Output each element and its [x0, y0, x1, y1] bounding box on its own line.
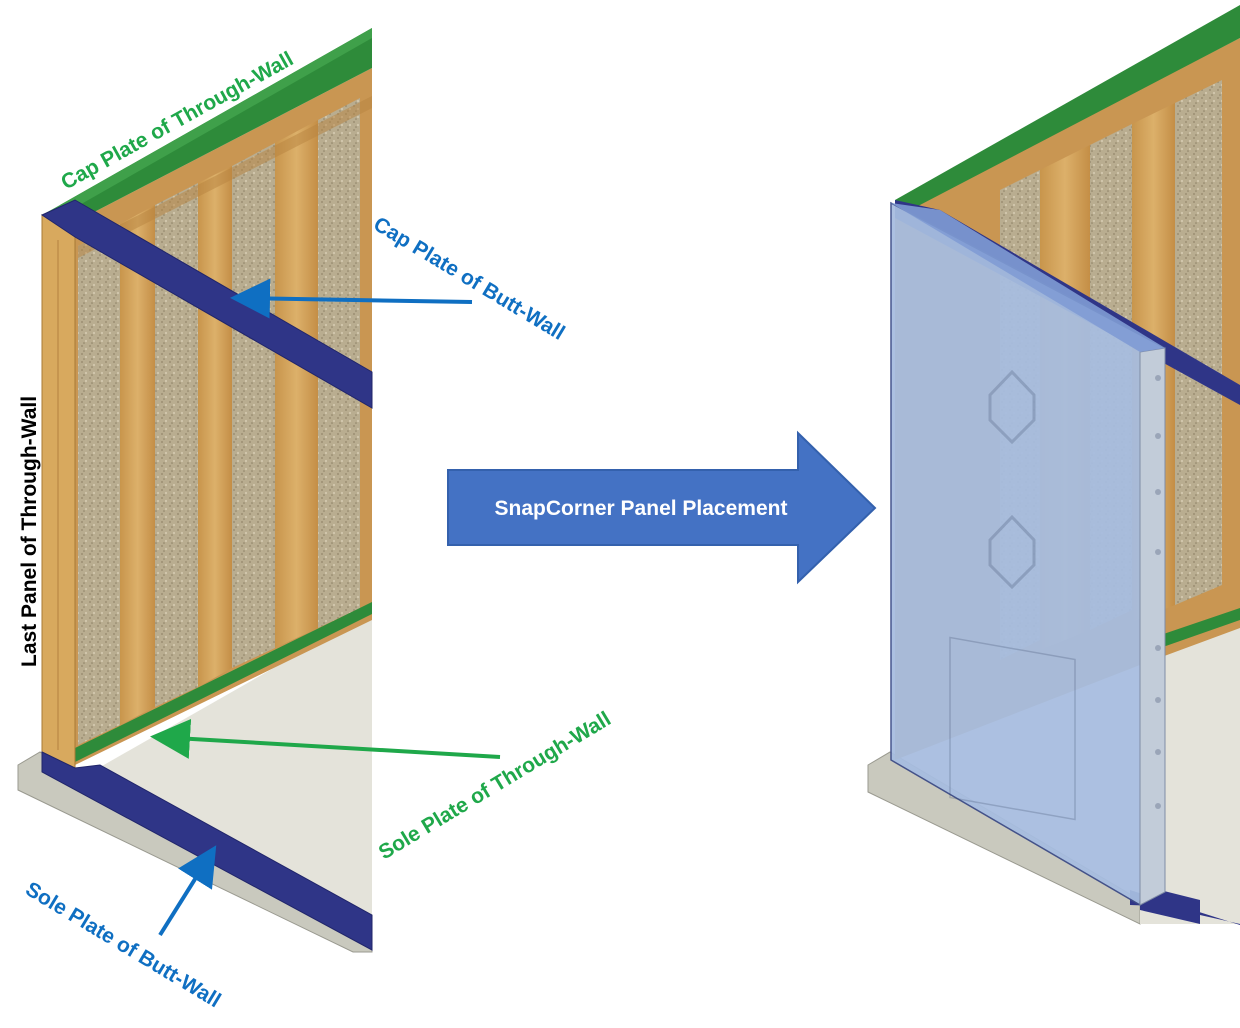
insulation-bay	[1175, 80, 1222, 605]
fastener-dot	[1155, 489, 1161, 495]
blocking	[78, 96, 372, 258]
snapstruct-logo-watermark	[949, 369, 1076, 821]
placement-arrow-label: SnapCorner Panel Placement	[495, 497, 788, 520]
right-wall-illustration	[867, 5, 1240, 925]
left-wall-illustration	[17, 28, 373, 953]
snapcorner-panel-top	[891, 203, 1165, 352]
sole-plate-butt-wall-pointer	[158, 845, 217, 937]
label-cap-plate-butt-wall: Cap Plate of Butt-Wall	[369, 213, 568, 345]
fastener-dot	[1155, 549, 1161, 555]
left-floor-surface	[95, 612, 372, 935]
cap-plate-butt-wall-pointer	[230, 278, 473, 319]
placement-arrow: SnapCorner Panel Placement	[447, 430, 877, 585]
fastener-dot	[1155, 375, 1161, 381]
insulation-bay	[232, 143, 275, 668]
fastener-dot	[1155, 803, 1161, 809]
stud	[198, 166, 232, 687]
butt-wall-cap-plate	[40, 199, 373, 409]
fastener-dot	[1155, 645, 1161, 651]
label-last-panel-through-wall: Last Panel of Through-Wall	[18, 396, 41, 667]
label-sole-plate-butt-wall: Sole Plate of Butt-Wall	[21, 878, 224, 1013]
stud	[275, 120, 318, 648]
fastener-dot	[1155, 749, 1161, 755]
right-through-wall-cap-plate	[895, 5, 1240, 218]
through-wall-sole-plate	[75, 602, 372, 762]
snapcorner-panel-edge	[1139, 347, 1166, 906]
placement-arrow-shape	[447, 430, 877, 585]
insulation-bay	[78, 224, 120, 745]
fastener-dot	[1155, 697, 1161, 703]
fastener-dot	[1155, 433, 1161, 439]
label-sole-plate-through-wall: Sole Plate of Through-Wall	[375, 707, 615, 864]
stud	[120, 205, 155, 725]
sole-plate-through-wall-pointer	[150, 718, 501, 759]
insulation-bay	[155, 183, 198, 707]
